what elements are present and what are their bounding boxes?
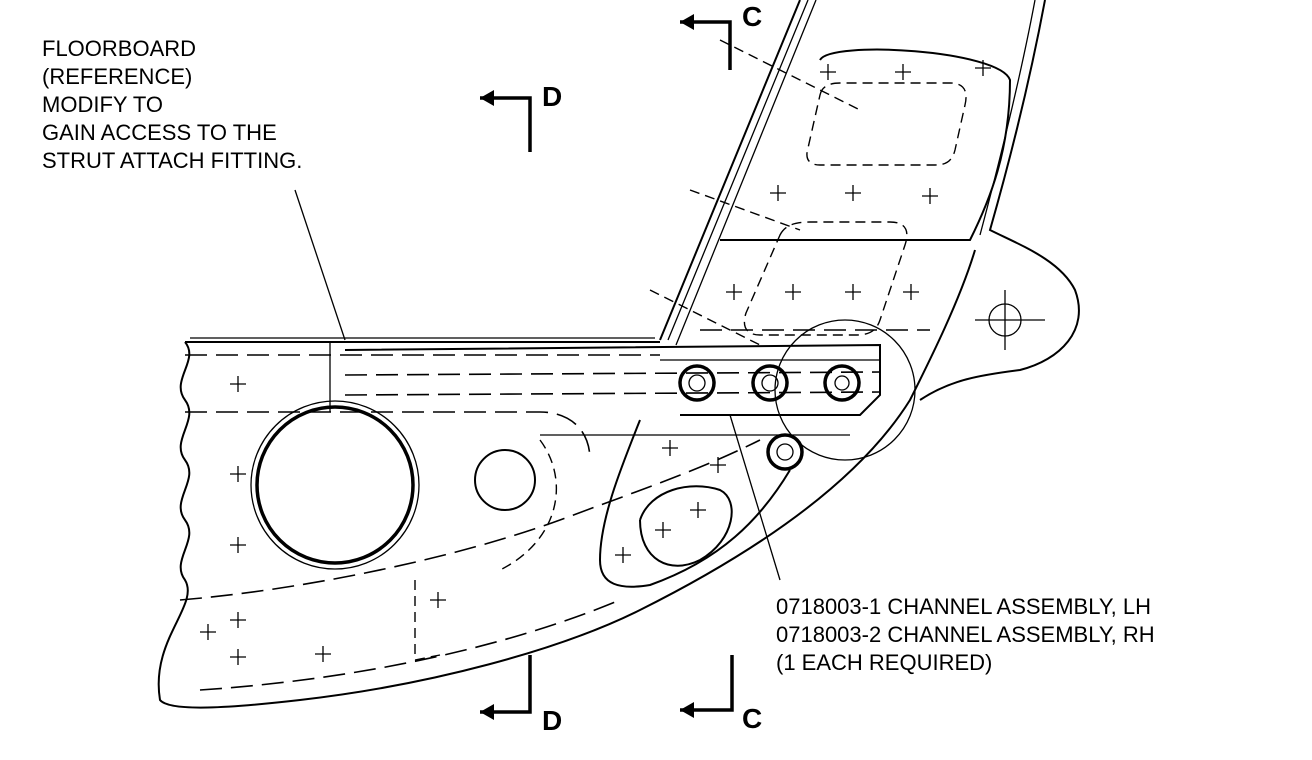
channel-assembly xyxy=(344,343,881,588)
channel-leader xyxy=(729,414,781,581)
svg-text:GAIN ACCESS TO THE: GAIN ACCESS TO THE xyxy=(42,120,277,145)
channel-callout: 0718003-1 CHANNEL ASSEMBLY, LH 0718003-2… xyxy=(776,594,1155,675)
large-hole-outer xyxy=(250,400,420,570)
large-hole xyxy=(255,405,415,565)
floorboard-leader xyxy=(294,189,346,341)
svg-text:0718003-2 CHANNEL ASSEMBLY, RH: 0718003-2 CHANNEL ASSEMBLY, RH xyxy=(776,622,1155,647)
bolts xyxy=(678,319,916,471)
svg-text:STRUT ATTACH FITTING.: STRUT ATTACH FITTING. xyxy=(42,148,302,173)
svg-text:FLOORBOARD: FLOORBOARD xyxy=(42,36,196,61)
svg-text:D: D xyxy=(542,81,562,112)
floorboard-callout: FLOORBOARD (REFERENCE) MODIFY TO GAIN AC… xyxy=(42,36,302,173)
svg-text:C: C xyxy=(742,1,762,32)
section-marker-d-bottom: D xyxy=(480,655,562,736)
svg-text:D: D xyxy=(542,705,562,736)
section-marker-c-top: C xyxy=(680,1,762,70)
svg-text:0718003-1 CHANNEL ASSEMBLY, LH: 0718003-1 CHANNEL ASSEMBLY, LH xyxy=(776,594,1151,619)
section-marker-c-bottom: C xyxy=(680,655,762,734)
svg-text:(1 EACH REQUIRED): (1 EACH REQUIRED) xyxy=(776,650,992,675)
small-hole xyxy=(474,449,536,511)
strut-arm xyxy=(649,0,1080,401)
svg-text:MODIFY TO: MODIFY TO xyxy=(42,92,163,117)
lower-beam xyxy=(157,249,976,709)
svg-text:(REFERENCE): (REFERENCE) xyxy=(42,64,192,89)
fastener-marks xyxy=(200,60,991,665)
section-marker-d-top: D xyxy=(480,81,562,152)
svg-text:C: C xyxy=(742,703,762,734)
